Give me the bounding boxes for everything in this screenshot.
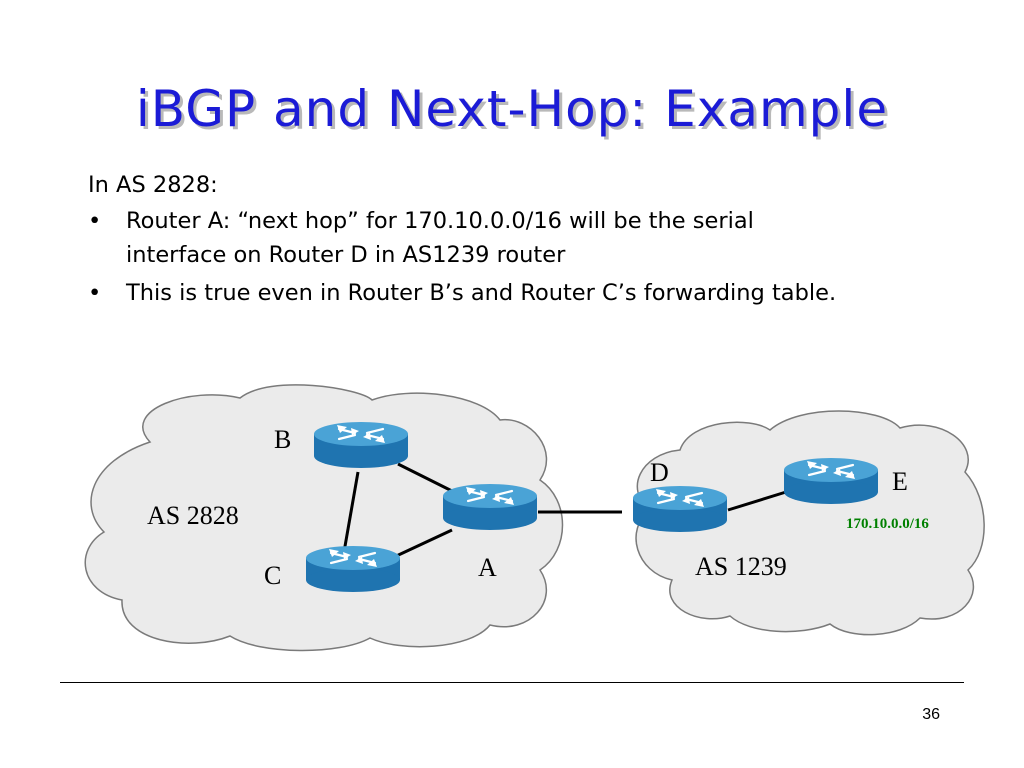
bullet-text: Router A: “next hop” for 170.10.0.0/16 w… [126, 208, 754, 268]
router-b-label: B [274, 425, 291, 454]
intro-text: In AS 2828: [88, 172, 218, 198]
slide-body: In AS 2828: • Router A: “next hop” for 1… [88, 168, 848, 314]
page-number: 36 [922, 706, 940, 723]
prefix-label: 170.10.0.0/16 [846, 516, 929, 532]
link-lines [342, 462, 787, 560]
slide-title: iBGP and Next-Hop: Example [135, 80, 889, 138]
as2828-label: AS 2828 [147, 501, 239, 530]
router-e-label: E [892, 467, 908, 496]
router-a-label: A [478, 553, 497, 582]
bullet-marker: • [88, 208, 102, 234]
bullet-item: • Router A: “next hop” for 170.10.0.0/16… [88, 204, 848, 272]
link-d-e [727, 490, 787, 512]
as1239-label: AS 1239 [695, 552, 787, 581]
footer-divider [60, 682, 964, 683]
network-diagram: B A C D E AS 2828 AS 1239 170.10.0.0/16 [84, 384, 985, 652]
router-e-icon [782, 456, 880, 506]
bullet-text: This is true even in Router B’s and Rout… [126, 280, 837, 306]
router-d-icon [631, 484, 729, 534]
bullet-item: • This is true even in Router B’s and Ro… [88, 276, 848, 310]
router-c-icon [304, 544, 402, 594]
bullet-list: • Router A: “next hop” for 170.10.0.0/16… [88, 204, 848, 310]
as2828-cloud [84, 384, 564, 652]
as1239-cloud [635, 410, 985, 636]
router-b-icon [312, 420, 410, 470]
bullet-marker: • [88, 280, 102, 306]
router-a-icon [441, 482, 539, 532]
link-b-a [397, 462, 459, 496]
router-d-label: D [650, 458, 669, 487]
router-c-label: C [264, 561, 281, 590]
link-c-a [391, 528, 453, 560]
link-b-c [342, 471, 360, 553]
